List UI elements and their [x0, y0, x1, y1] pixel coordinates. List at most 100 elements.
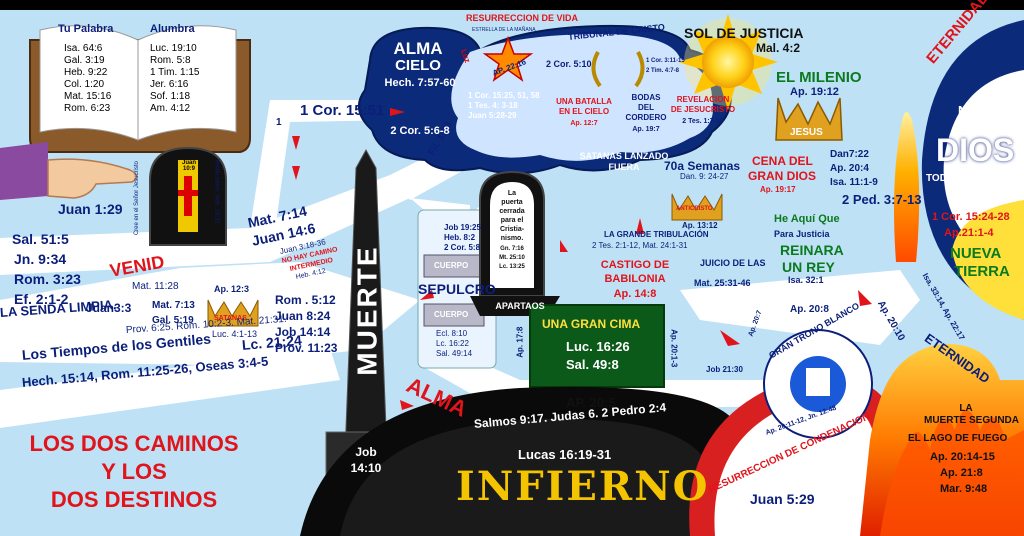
ped-ref: 2 Ped. 3:7-13: [842, 192, 922, 207]
castigo-line: BABILONIA: [604, 273, 666, 285]
sep-ecl: Ecl. 8:10: [436, 329, 468, 338]
door2-line: Mt. 25:10: [499, 255, 525, 261]
right-ref: Rom . 5:12: [275, 293, 336, 307]
mat-7-13: Mat. 7:13: [152, 300, 195, 311]
jesus-label: JESUS: [790, 127, 823, 138]
door2-line: puerta: [501, 199, 523, 206]
resurreccion-vida: RESURRECCION DE VIDA: [466, 13, 579, 23]
alma-title: ALMA: [393, 39, 443, 58]
juan-5-29: Juan 5:29: [750, 491, 815, 507]
left-ref: Jn. 9:34: [14, 251, 67, 267]
bible-left-ref: Heb. 9:22: [64, 67, 108, 78]
jesus-crown-icon: [775, 97, 843, 141]
left-ref: Rom. 3:23: [14, 271, 81, 287]
un-rey: UN REY: [782, 259, 835, 275]
door2-line: nismo.: [500, 235, 524, 242]
door2-line: Lc. 13:25: [499, 264, 525, 270]
door-ref: Juan 10:9: [181, 160, 196, 173]
anticristo-label: ANTICRISTO: [676, 206, 713, 212]
ap-12-3: Ap. 12:3: [214, 284, 250, 294]
sun-icon: [678, 14, 778, 110]
castigo-line: Ap. 14:8: [613, 288, 657, 300]
right-ref: Prov. 11:23: [275, 341, 338, 355]
obelisk-base-ref: Job: [355, 445, 377, 459]
cima-sal: Sal. 49:8: [566, 357, 619, 372]
alma-ref-2: 2 Cor. 5:6-8: [390, 125, 450, 137]
door2-line: Gn. 7:16: [500, 246, 524, 252]
nueva: NUEVA: [950, 245, 1002, 262]
cena-line: Ap. 19:17: [760, 185, 796, 194]
lake-lago: EL LAGO DE FUEGO: [908, 433, 1008, 444]
door2-line: La: [507, 190, 517, 197]
cima-luc: Luc. 16:26: [566, 339, 630, 354]
tierra: TIERRA: [954, 263, 1010, 280]
bodas-line: BODAS: [631, 93, 661, 102]
right-ref: Juan 8:24: [275, 309, 331, 323]
infierno-inner: [340, 419, 714, 536]
ap-17-8: Ap. 17:8: [515, 326, 525, 358]
revelacion-line: DE JESUCRISTO: [670, 105, 736, 114]
mat-25: Mat. 25:31-46: [694, 278, 751, 288]
he-aqui: He Aquí Que: [774, 213, 840, 225]
milenio-title: EL MILENIO: [776, 69, 862, 86]
laurel-wreath-icon: [591, 51, 645, 88]
satanas-lanzado: SATANAS LANZADO: [579, 151, 669, 161]
cima-title: UNA GRAN CIMA: [542, 317, 641, 331]
pointer-ref: Juan 1:29: [58, 201, 123, 217]
bible-book-icon: [29, 25, 251, 153]
road-upper-band: [0, 175, 410, 275]
juicio-title: JUICIO DE LAS: [700, 258, 766, 268]
cor-5-10: 2 Cor. 5:10: [546, 59, 592, 69]
cena-line: CENA DEL: [752, 154, 813, 168]
lake-ref: Ap. 21:8: [940, 467, 983, 479]
revelacion-line: 2 Tes. 1:7-10: [682, 118, 724, 125]
door2-line: cerrada: [499, 208, 525, 215]
satanas-crown-icon: [207, 299, 259, 327]
upper-path-ref: 1 Cor. 15:51: [300, 102, 385, 119]
gran-cima-panel: [529, 304, 665, 388]
eternity-ap21: Ap.21:1-4: [944, 227, 994, 239]
revelacion-line: REVELACION: [676, 95, 730, 104]
title-line-3: DOS DESTINOS: [50, 487, 218, 512]
morning-star-icon: [482, 35, 534, 82]
eternity-cor: 1 Cor. 15:24-28: [932, 211, 1010, 223]
ap-13-12: Ap. 13:12: [682, 221, 718, 230]
bible-left-ref: Gal. 3:19: [64, 55, 105, 66]
alma-refs-line: 1 Tes. 4: 3-18: [468, 101, 518, 110]
sep-sal: Sal. 49:14: [436, 349, 473, 358]
bible-left-ref: Mat. 15:16: [64, 91, 112, 102]
anticristo-crown-icon: [671, 193, 723, 221]
cor-3-11: 1 Cor. 3:11-15: [646, 58, 685, 64]
door-juan-10-9: [149, 146, 227, 246]
lake-ref: Ap. 20:14-15: [930, 451, 995, 463]
bodas-line: Ap. 19:7: [632, 126, 660, 133]
flames: [880, 410, 1024, 536]
bible-right-ref: Rom. 5:8: [150, 55, 191, 66]
closed-door: [470, 170, 560, 316]
batalla-line: Ap. 12:7: [570, 120, 598, 127]
para-justicia: Para Justicia: [774, 229, 830, 239]
reinara: REINARA: [780, 242, 844, 258]
cielos: CIELOS: [962, 117, 1011, 132]
sepulcro-title: SEPULCRO: [418, 281, 496, 297]
door2-line: Cristia-: [499, 226, 525, 233]
ap-20-1: Ap. 20:1-3: [669, 329, 679, 368]
satanas-label: SATANAS: [214, 315, 247, 322]
batalla-line: EN EL CIELO: [558, 107, 610, 116]
alma-refs-line: Juan 5:28-29: [468, 111, 517, 120]
lucas: Lucas 16:19-31: [518, 447, 612, 462]
bible-left-ref: Isa. 64:6: [64, 43, 103, 54]
cielo-title: CIELO: [395, 57, 441, 74]
bible-right-ref: Am. 4:12: [150, 103, 191, 114]
venid-ref: Mat. 11:28: [132, 281, 179, 292]
obelisk-base-ref-2: 14:10: [350, 461, 382, 475]
left-ref: Sal. 51:5: [12, 231, 69, 247]
sol-ref: Mal. 4:2: [756, 41, 801, 55]
bible-right-title: Alumbra: [150, 23, 195, 35]
sep-cor: 2 Cor. 5:8: [444, 243, 481, 252]
castigo-line: CASTIGO DE: [600, 259, 670, 271]
sep-job: Job 19:25: [444, 223, 481, 232]
red-arrows: [292, 108, 872, 410]
